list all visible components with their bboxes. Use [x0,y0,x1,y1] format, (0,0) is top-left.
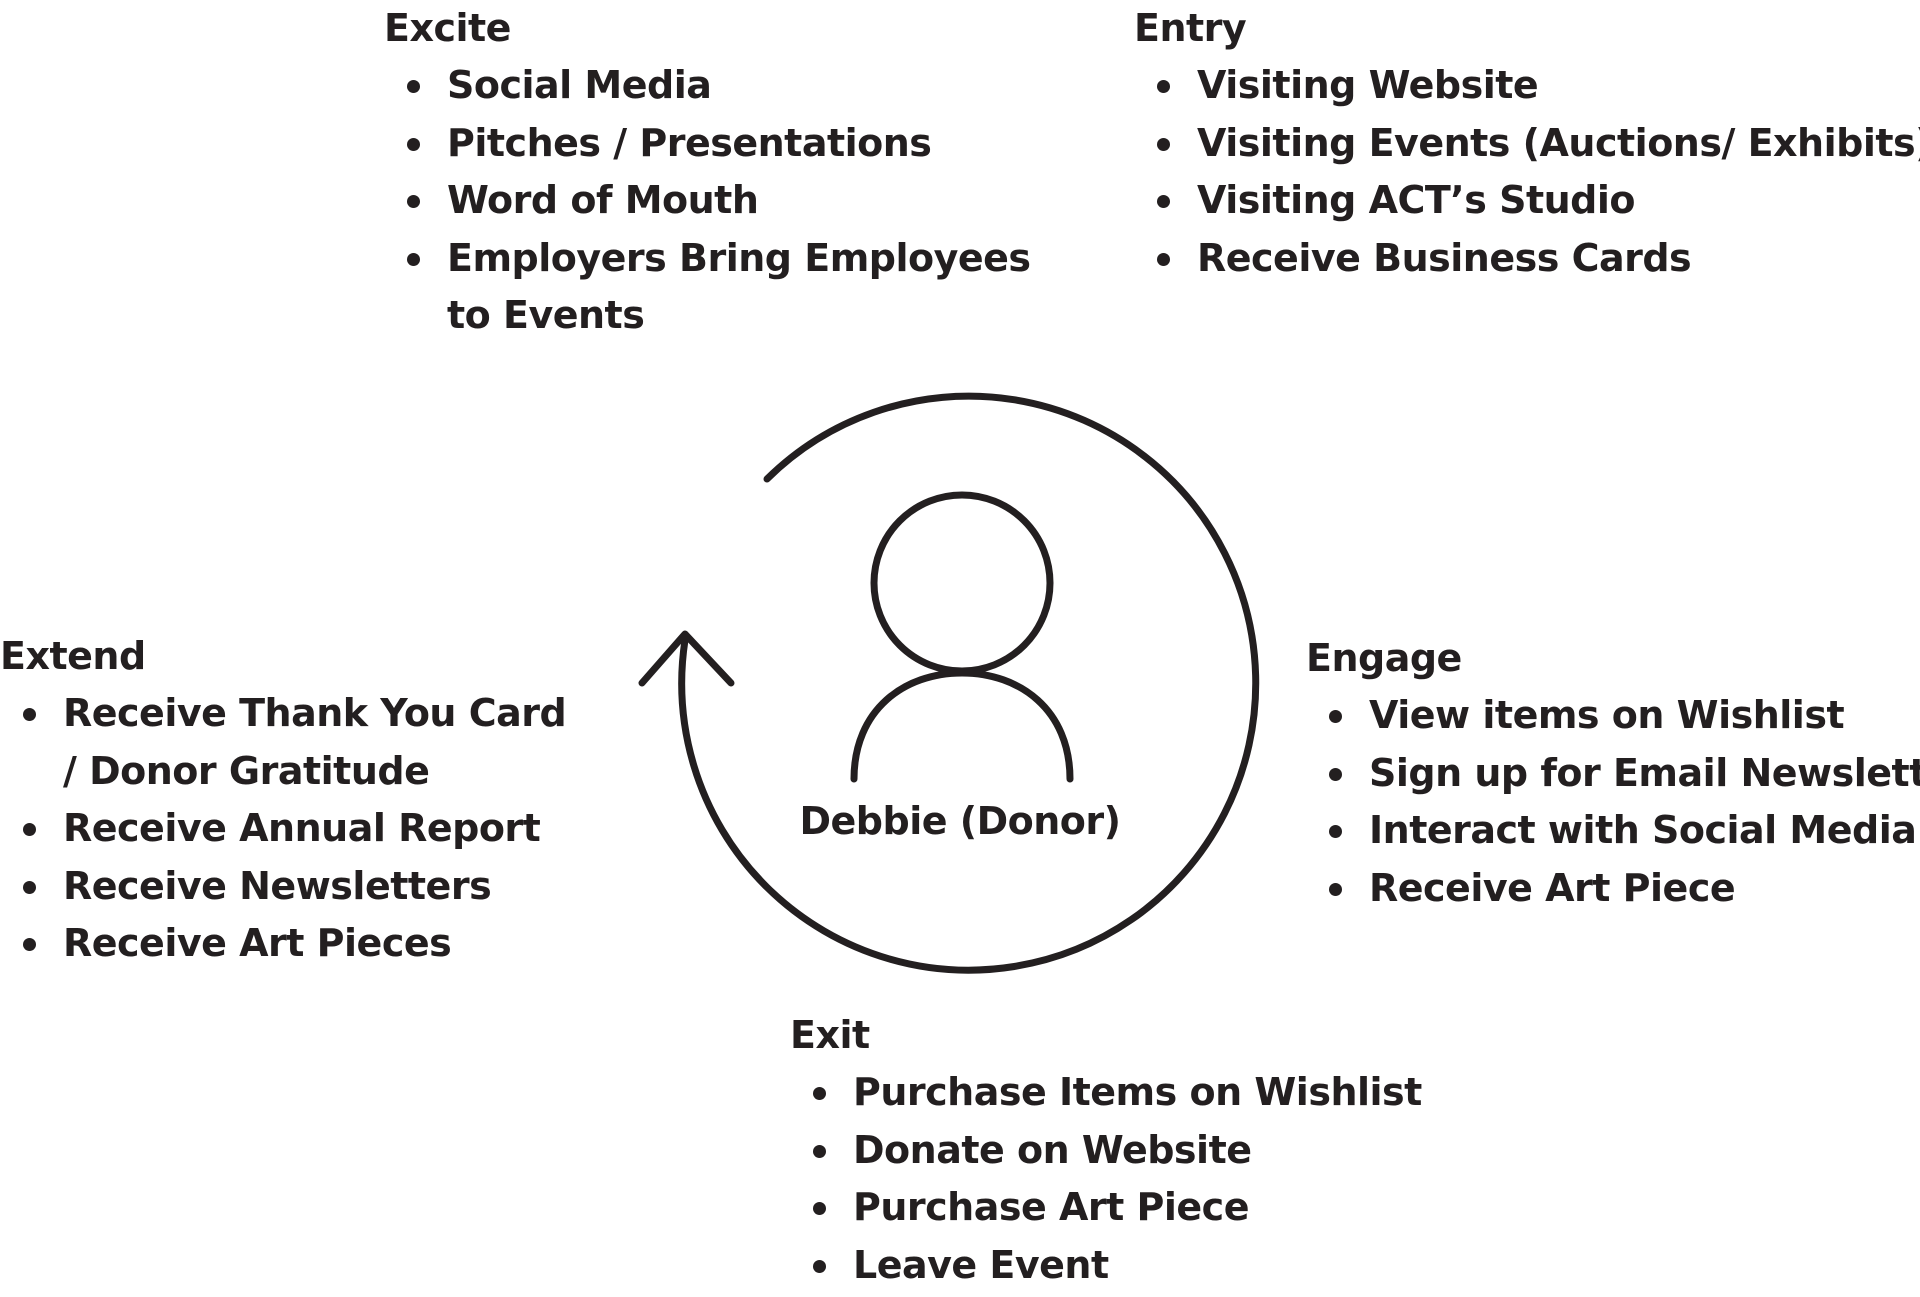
list-item: Donate on Website [790,1122,1490,1180]
list-item: Sign up for Email Newsletter [1306,745,1920,803]
list-item: Receive Business Cards [1134,230,1914,288]
bullet-icon [407,252,420,266]
list-item: Social Media [384,57,1024,115]
stage-engage: Engage View items on Wishlist Sign up fo… [1306,630,1920,918]
list-item: Word of Mouth [384,172,1024,230]
bullet-icon [1329,882,1342,896]
list-item: Purchase Items on Wishlist [790,1064,1490,1122]
stage-entry-title: Entry [1134,6,1247,50]
bullet-icon [1157,195,1170,208]
stage-extend-title: Extend [0,634,146,678]
bullet-icon [23,823,36,836]
bullet-icon [1329,767,1342,781]
stage-entry-list: Visiting Website Visiting Events (Auctio… [1134,57,1920,288]
list-item: Visiting Website [1134,57,1914,115]
list-item: Receive Annual Report [0,800,600,858]
stage-engage-title: Engage [1306,636,1462,680]
stage-engage-list: View items on Wishlist Sign up for Email… [1306,687,1920,918]
stage-exit-title: Exit [790,1013,870,1057]
stage-entry: Entry Visiting Website Visiting Events (… [1134,0,1920,288]
bullet-icon [1329,710,1342,723]
bullet-icon [407,195,420,208]
bullet-icon [407,137,420,151]
list-item: View items on Wishlist [1306,687,1918,745]
bullet-icon [813,1144,826,1158]
list-item: Pitches / Presentations [384,115,1024,173]
list-item: Receive Thank You Card / Donor Gratitude [0,685,583,800]
list-item: Receive Art Piece [1306,860,1918,918]
list-item: Receive Art Pieces [0,915,600,973]
list-item: Purchase Art Piece [790,1179,1490,1237]
bullet-icon [1157,252,1170,266]
stage-exit: Exit Purchase Items on Wishlist Donate o… [790,1007,1490,1294]
list-item: Interact with Social Media [1306,802,1918,860]
cycle-arrow-icon [638,392,1260,974]
bullet-icon [813,1087,826,1100]
persona-label: Debbie (Donor) [799,799,1121,843]
bullet-icon [813,1259,826,1273]
list-item: Visiting ACT’s Studio [1134,172,1914,230]
bullet-icon [1157,80,1170,93]
list-item: Receive Newsletters [0,858,600,916]
list-item: Leave Event [790,1237,1490,1295]
bullet-icon [813,1202,826,1215]
stage-excite-title: Excite [384,6,511,50]
bullet-icon [1329,825,1342,838]
stage-extend: Extend Receive Thank You Card / Donor Gr… [0,628,600,973]
bullet-icon [407,80,420,93]
stage-excite: Excite Social Media Pitches / Presentati… [384,0,1031,345]
bullet-icon [1157,137,1170,151]
list-item: Employers Bring Employees to Events [384,230,1067,345]
bullet-icon [23,708,36,721]
stage-excite-list: Social Media Pitches / Presentations Wor… [384,57,1031,345]
stage-exit-list: Purchase Items on Wishlist Donate on Web… [790,1064,1490,1294]
stage-extend-list: Receive Thank You Card / Donor Gratitude… [0,685,600,973]
list-item: Visiting Events (Auctions/ Exhibits) [1134,115,1920,173]
bullet-icon [23,938,36,951]
bullet-icon [23,880,36,894]
person-icon [850,491,1074,783]
